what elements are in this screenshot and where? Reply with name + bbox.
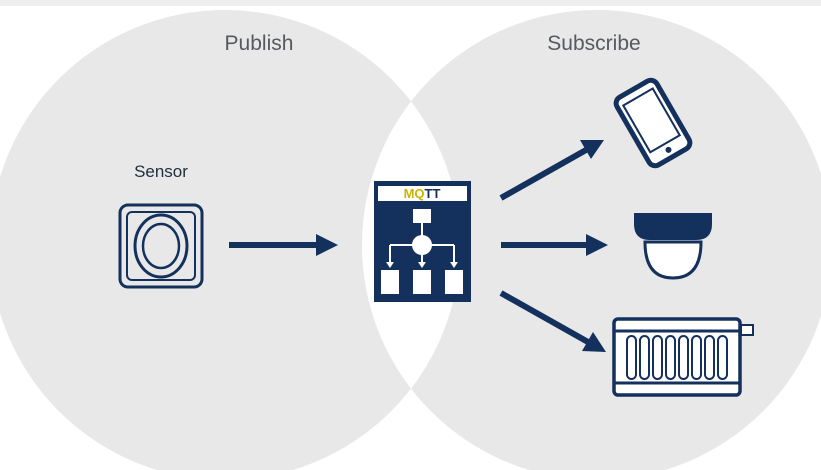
subscribe-arrow-camera bbox=[501, 234, 608, 256]
sensor-label: Sensor bbox=[134, 162, 188, 181]
subscribe-arrow-radiator bbox=[499, 290, 606, 352]
svg-text:MQTT: MQTT bbox=[404, 186, 441, 201]
subscribe-label: Subscribe bbox=[547, 32, 640, 55]
radiator-icon bbox=[612, 317, 754, 397]
publish-circle bbox=[0, 10, 460, 470]
top-band bbox=[0, 0, 821, 6]
dome-camera-icon bbox=[634, 213, 712, 280]
mqtt-title-tt: TT bbox=[425, 186, 441, 201]
mqtt-title-mq: MQ bbox=[404, 186, 425, 201]
subscribe-arrow-phone bbox=[499, 140, 604, 201]
publish-arrow bbox=[229, 234, 338, 256]
publish-label: Publish bbox=[225, 32, 294, 55]
sensor-icon bbox=[118, 203, 204, 289]
mqtt-broker-icon: MQTT bbox=[374, 181, 471, 302]
smartphone-icon bbox=[613, 77, 693, 169]
